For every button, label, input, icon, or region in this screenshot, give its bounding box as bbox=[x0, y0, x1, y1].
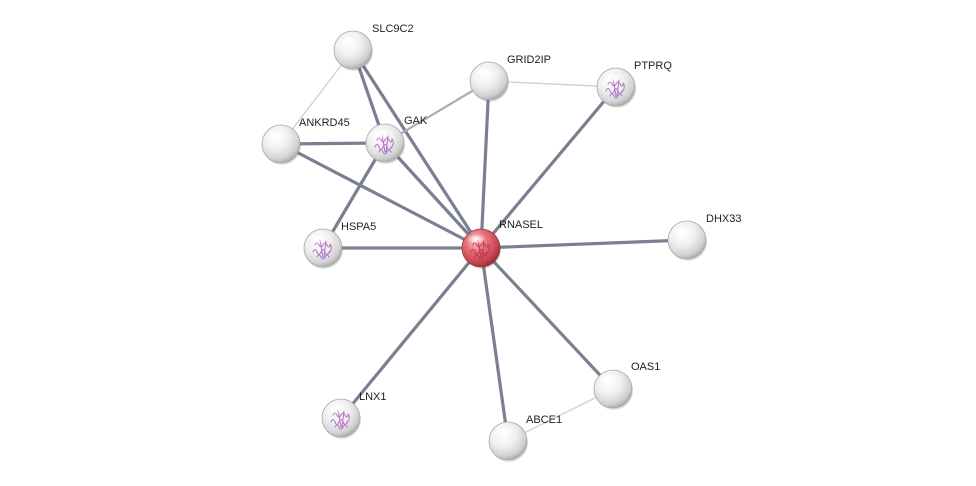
node-sphere[interactable] bbox=[488, 421, 528, 461]
node-dhx33[interactable]: DHX33 bbox=[667, 213, 741, 261]
node-hspa5[interactable]: HSPA5 bbox=[303, 221, 376, 269]
node-sphere[interactable] bbox=[469, 61, 509, 101]
edge-slc9c2-ankrd45[interactable] bbox=[280, 49, 354, 145]
node-label-ptprq: PTPRQ bbox=[634, 60, 672, 72]
edge-rnasel-abce1[interactable] bbox=[479, 246, 510, 443]
node-lnx1[interactable]: LNX1 bbox=[321, 391, 387, 439]
node-gak[interactable]: GAK bbox=[365, 115, 428, 164]
node-sphere[interactable] bbox=[321, 398, 361, 438]
node-sphere[interactable] bbox=[365, 123, 405, 163]
node-sphere[interactable] bbox=[461, 228, 501, 268]
node-label-dhx33: DHX33 bbox=[706, 213, 741, 225]
node-sphere[interactable] bbox=[333, 30, 373, 70]
node-slc9c2[interactable]: SLC9C2 bbox=[333, 23, 414, 71]
node-label-oas1: OAS1 bbox=[631, 361, 660, 373]
edge-rnasel-oas1[interactable] bbox=[479, 246, 615, 391]
node-oas1[interactable]: OAS1 bbox=[593, 361, 660, 410]
edge-rnasel-ptprq[interactable] bbox=[479, 85, 618, 250]
edge-rnasel-gak[interactable] bbox=[383, 141, 483, 250]
node-label-abce1: ABCE1 bbox=[526, 414, 562, 426]
node-highlight bbox=[339, 36, 357, 46]
edge-grid2ip-ptprq[interactable] bbox=[488, 80, 617, 88]
edge-rnasel-dhx33[interactable] bbox=[479, 238, 689, 250]
node-highlight bbox=[327, 404, 345, 414]
edge-gak-hspa5[interactable] bbox=[321, 141, 387, 250]
node-highlight bbox=[494, 427, 512, 437]
node-highlight bbox=[371, 129, 389, 139]
node-sphere[interactable] bbox=[261, 124, 301, 164]
edge-gak-grid2ip[interactable] bbox=[383, 79, 491, 145]
edge-oas1-abce1[interactable] bbox=[507, 388, 614, 442]
node-abce1[interactable]: ABCE1 bbox=[488, 414, 562, 462]
node-highlight bbox=[599, 375, 617, 385]
node-label-lnx1: LNX1 bbox=[359, 391, 387, 403]
node-highlight bbox=[673, 226, 691, 236]
node-label-slc9c2: SLC9C2 bbox=[372, 23, 414, 35]
node-ptprq[interactable]: PTPRQ bbox=[596, 60, 672, 108]
edge-rnasel-slc9c2[interactable] bbox=[351, 48, 483, 250]
node-highlight bbox=[475, 67, 493, 77]
node-ankrd45[interactable]: ANKRD45 bbox=[261, 117, 350, 165]
node-rnasel[interactable]: RNASEL bbox=[461, 219, 543, 269]
node-label-grid2ip: GRID2IP bbox=[507, 54, 551, 66]
node-sphere[interactable] bbox=[303, 228, 343, 268]
node-highlight bbox=[602, 73, 620, 83]
node-highlight bbox=[309, 234, 327, 244]
node-highlight bbox=[467, 234, 485, 244]
edge-rnasel-grid2ip[interactable] bbox=[479, 79, 491, 250]
node-sphere[interactable] bbox=[593, 369, 633, 409]
node-label-rnasel: RNASEL bbox=[499, 219, 543, 231]
protein-ribbon-icon bbox=[605, 78, 625, 99]
node-sphere[interactable] bbox=[596, 67, 636, 107]
node-label-hspa5: HSPA5 bbox=[341, 221, 376, 233]
edge-rnasel-lnx1[interactable] bbox=[339, 246, 483, 420]
node-sphere[interactable] bbox=[667, 220, 707, 260]
node-label-ankrd45: ANKRD45 bbox=[299, 117, 350, 129]
node-label-gak: GAK bbox=[404, 115, 428, 127]
node-grid2ip[interactable]: GRID2IP bbox=[469, 54, 551, 102]
node-highlight bbox=[267, 130, 285, 140]
edge-rnasel-ankrd45[interactable] bbox=[279, 142, 483, 250]
